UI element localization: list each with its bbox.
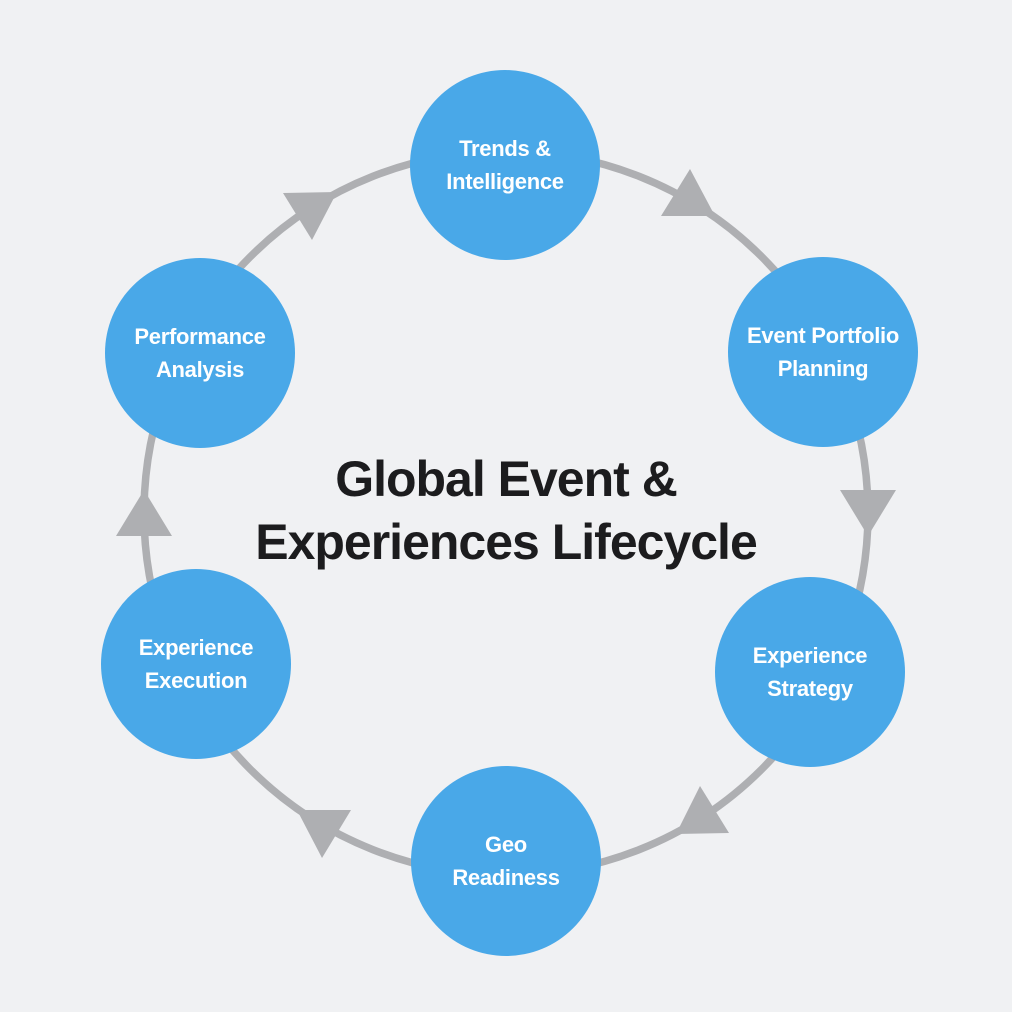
diagram-title-line2: Experiences Lifecycle [255,514,758,570]
node-label-line: Readiness [452,865,560,890]
diagram-title-line1: Global Event & [335,451,678,507]
node-label-line: Geo [485,832,527,857]
arrowhead-icon-bottom-left [297,810,351,858]
arrowhead-icon-top-right [661,169,715,216]
node-trends-intelligence: Trends & Intelligence [410,70,600,260]
arrowhead-icon-left [116,490,172,536]
node-geo-readiness: Geo Readiness [411,766,601,956]
node-label-line: Analysis [155,357,245,382]
node-label-line: Performance [134,324,266,349]
node-label-line: Experience [752,643,868,668]
diagram-title: Global Event & Experiences Lifecycle [0,448,1012,574]
arrowhead-icon-top-left [283,192,337,240]
node-label-line: Execution [144,668,248,693]
node-label-line: Event Portfolio [747,323,899,348]
arrowhead-icon-bottom-right [676,786,729,834]
node-event-portfolio-planning: Event Portfolio Planning [728,257,918,447]
node-experience-execution: Experience Execution [101,569,291,759]
arrowhead-icon-right [840,490,896,536]
node-label-line: Strategy [767,676,853,701]
node-label-line: Planning [777,356,869,381]
node-experience-strategy: Experience Strategy [715,577,905,767]
node-performance-analysis: Performance Analysis [105,258,295,448]
node-label-line: Intelligence [446,169,564,194]
node-label-line: Experience [138,635,254,660]
node-label-line: Trends & [459,136,551,161]
